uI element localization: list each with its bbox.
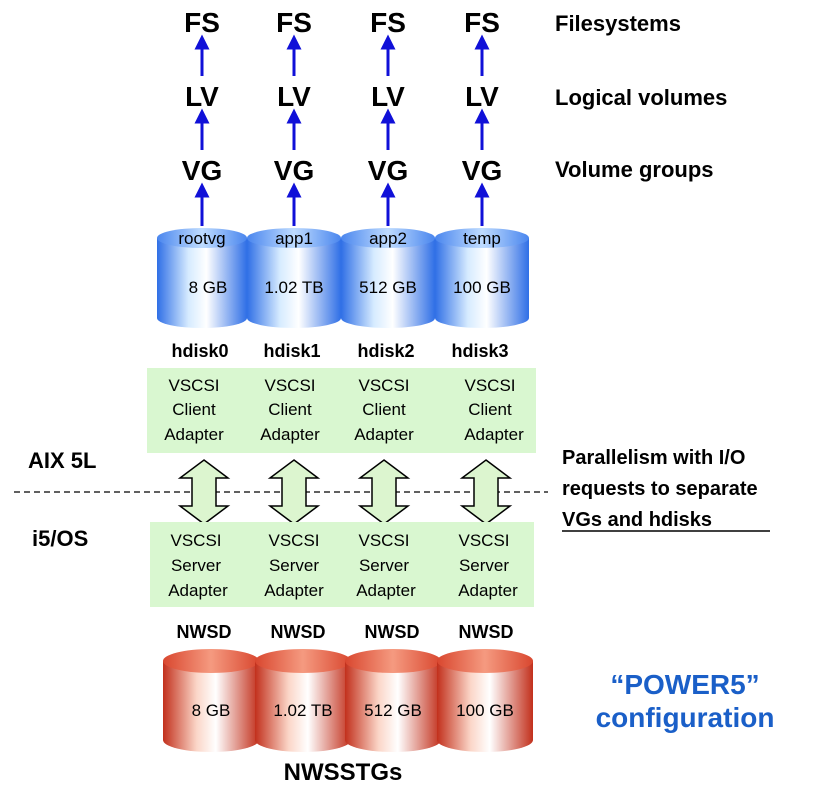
lv-label: LV	[371, 81, 405, 112]
disk-icon	[435, 228, 529, 328]
nwsd-label: NWSD	[459, 622, 514, 642]
server-adapter: VSCSI Server Adapter	[168, 531, 228, 600]
adapter-line: VSCSI	[268, 531, 319, 550]
red-disks: 8 GB 1.02 TB 512 GB 100 GB	[163, 649, 533, 752]
fs-label: FS	[276, 7, 312, 38]
adapter-line: Adapter	[164, 425, 224, 444]
parallelism-line: requests to separate	[562, 478, 758, 500]
server-adapter: VSCSI Server Adapter	[356, 531, 416, 600]
column-2: FS LV VG	[368, 7, 408, 186]
adapter-line: Adapter	[458, 581, 518, 600]
lv-label: LV	[277, 81, 311, 112]
adapter-line: Adapter	[264, 581, 324, 600]
storage-size: 8 GB	[192, 701, 231, 720]
parallelism-line: VGs and hdisks	[562, 509, 712, 531]
disk-size: 1.02 TB	[264, 278, 323, 297]
adapter-line: VSCSI	[458, 531, 509, 550]
storage-disk-icon	[255, 649, 351, 752]
client-adapter: VSCSI Client Adapter	[260, 376, 320, 444]
client-adapter: VSCSI Client Adapter	[464, 376, 524, 444]
adapter-line: Client	[468, 400, 512, 419]
double-arrows	[177, 459, 513, 525]
client-adapter-band	[147, 368, 536, 453]
storage-size: 1.02 TB	[273, 701, 332, 720]
storage-disk-icon	[437, 649, 533, 752]
fs-label: FS	[370, 7, 406, 38]
adapter-line: Adapter	[260, 425, 320, 444]
fs-label: FS	[464, 7, 500, 38]
adapter-line: Client	[268, 400, 312, 419]
nwsd-label: NWSD	[177, 622, 232, 642]
nwsd-label: NWSD	[271, 622, 326, 642]
power5-label: “POWER5”	[610, 669, 759, 700]
disk-size: 512 GB	[359, 278, 417, 297]
disk-name: app1	[275, 229, 313, 248]
client-adapter: VSCSI Client Adapter	[164, 376, 224, 444]
column-3: FS LV VG	[462, 7, 502, 186]
vg-label: VG	[182, 155, 222, 186]
disk-size: 100 GB	[453, 278, 511, 297]
column-1: FS LV VG	[274, 7, 314, 186]
adapter-line: Client	[172, 400, 216, 419]
adapter-line: Client	[362, 400, 406, 419]
power5-config-label: configuration	[596, 702, 775, 733]
adapter-line: Server	[359, 556, 409, 575]
volume-groups-label: Volume groups	[555, 157, 714, 182]
server-adapter: VSCSI Server Adapter	[264, 531, 324, 600]
adapter-line: Adapter	[356, 581, 416, 600]
logical-volumes-label: Logical volumes	[555, 85, 727, 110]
lv-label: LV	[465, 81, 499, 112]
filesystems-label: Filesystems	[555, 11, 681, 36]
client-adapter: VSCSI Client Adapter	[354, 376, 414, 444]
hdisk-label: hdisk3	[451, 341, 508, 361]
storage-disk-icon	[163, 649, 259, 752]
vg-label: VG	[368, 155, 408, 186]
adapter-line: VSCSI	[168, 376, 219, 395]
adapter-line: Adapter	[168, 581, 228, 600]
disk-size: 8 GB	[189, 278, 228, 297]
disk-name: rootvg	[178, 229, 225, 248]
server-adapter: VSCSI Server Adapter	[458, 531, 518, 600]
adapter-line: VSCSI	[464, 376, 515, 395]
adapter-line: Adapter	[354, 425, 414, 444]
disk-icon	[247, 228, 341, 328]
hdisk-label: hdisk2	[357, 341, 414, 361]
hdisk-label: hdisk1	[263, 341, 320, 361]
hdisk-label: hdisk0	[171, 341, 228, 361]
nwsstgs-label: NWSSTGs	[284, 759, 403, 786]
i5os-label: i5/OS	[32, 526, 88, 551]
disk-name: app2	[369, 229, 407, 248]
adapter-line: VSCSI	[170, 531, 221, 550]
server-adapter-band	[150, 522, 534, 607]
column-0: FS LV VG	[182, 7, 222, 186]
disk-name: temp	[463, 229, 501, 248]
vg-label: VG	[462, 155, 502, 186]
storage-disk-icon	[345, 649, 441, 752]
adapter-line: VSCSI	[358, 376, 409, 395]
adapter-line: Server	[269, 556, 319, 575]
blue-disks: rootvg app1 app2 temp 8 GB 1.02 TB 512 G…	[157, 228, 529, 328]
lv-label: LV	[185, 81, 219, 112]
storage-size: 100 GB	[456, 701, 514, 720]
fs-label: FS	[184, 7, 220, 38]
aix-label: AIX 5L	[28, 448, 96, 473]
storage-size: 512 GB	[364, 701, 422, 720]
adapter-line: Adapter	[464, 425, 524, 444]
adapter-line: VSCSI	[264, 376, 315, 395]
up-arrows	[194, 34, 490, 226]
adapter-line: Server	[171, 556, 221, 575]
adapter-line: VSCSI	[358, 531, 409, 550]
vg-label: VG	[274, 155, 314, 186]
adapter-line: Server	[459, 556, 509, 575]
disk-icon	[341, 228, 435, 328]
nwsd-label: NWSD	[365, 622, 420, 642]
parallelism-line: Parallelism with I/O	[562, 447, 745, 469]
disk-icon	[157, 228, 247, 328]
